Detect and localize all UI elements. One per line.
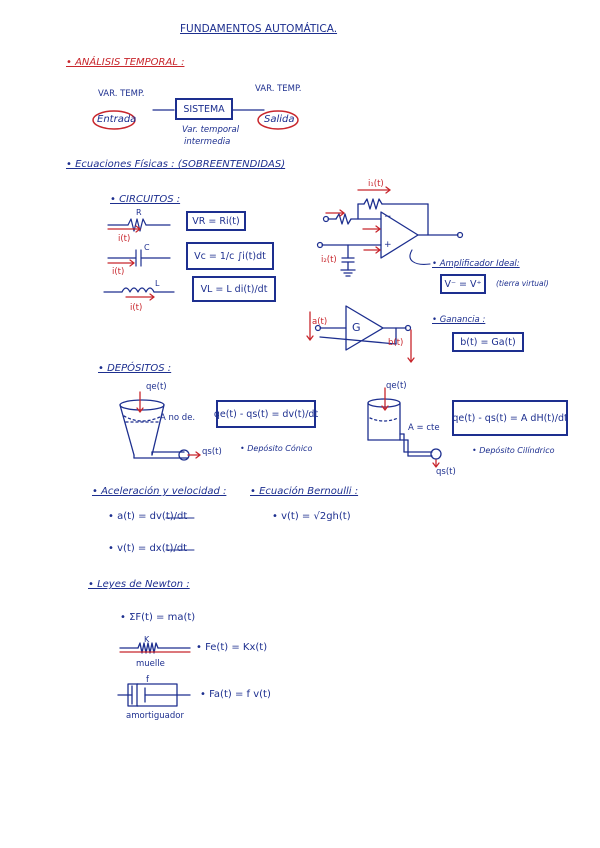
cylindrical-outflow-label: qs(t) <box>436 467 456 477</box>
resistor-symbol <box>107 218 171 232</box>
opamp-plus-sign: + <box>384 240 392 250</box>
ganancia-label: • Ganancia : <box>432 315 486 325</box>
spring-constant-label: K <box>144 635 150 644</box>
gain-input-label: a(t) <box>312 317 328 327</box>
current-label-r: i(t) <box>118 234 131 244</box>
newton-heading: • Leyes de Newton : <box>88 579 190 590</box>
sistema-box: SISTEMA <box>175 98 233 120</box>
bernoulli-heading: • Ecuación Bernoulli : <box>250 486 359 497</box>
entrada-label: Entrada <box>97 114 137 125</box>
aceleracion-eq: • a(t) = dv(t)/dt <box>108 511 188 522</box>
opamp-symbol <box>321 198 459 277</box>
spring-force-eq: • Fe(t) = Kx(t) <box>196 642 268 653</box>
eq-resistor-box: VR = Ri(t) <box>186 211 246 231</box>
gain-block-symbol <box>319 305 407 351</box>
depositos-heading: • DEPÓSITOS : <box>98 363 172 374</box>
aceleracion-heading: • Aceleración y velocidad : <box>92 486 227 497</box>
ganancia-eq-box: b(t) = Ga(t) <box>452 332 524 352</box>
input-var-label: VAR. TEMP. <box>98 89 145 99</box>
opamp-minus-sign: − <box>384 212 392 222</box>
inductor-symbol <box>103 287 175 293</box>
opamp-eq-box: V⁻ = V⁺ <box>440 274 486 294</box>
salida-label: Salida <box>264 114 295 125</box>
conical-inflow-label: qe(t) <box>146 382 167 392</box>
capacitor-label: C <box>144 243 150 252</box>
resistor-label: R <box>136 208 142 217</box>
salida-ellipse <box>257 110 299 130</box>
opamp-current-i1: i₁(t) <box>368 179 384 189</box>
cylindrical-tank-label: • Depósito Cilíndrico <box>472 446 555 455</box>
circuitos-heading: • CIRCUITOS : <box>110 194 181 205</box>
damper-coefficient-label: f <box>146 675 149 685</box>
page-title: FUNDAMENTOS AUTOMÁTICA. <box>180 23 338 35</box>
conical-tank-label: • Depósito Cónico <box>240 444 313 453</box>
cylindrical-area-label: A = cte <box>408 423 440 433</box>
opamp-current-i2: i₂(t) <box>321 255 337 265</box>
muelle-label: muelle <box>136 659 165 669</box>
inductor-label: L <box>155 279 160 288</box>
internal-var-label-1: Var. temporal <box>182 125 240 135</box>
analisis-heading: • ANÁLISIS TEMPORAL : <box>66 57 185 68</box>
velocidad-eq: • v(t) = dx(t)/dt <box>108 543 188 554</box>
damper-symbol <box>117 683 191 707</box>
damper-force-eq: • Fa(t) = f v(t) <box>200 689 271 700</box>
cylindrical-inflow-label: qe(t) <box>386 381 407 391</box>
current-label-l: i(t) <box>130 303 143 313</box>
eq-capacitor-box: Vc = 1/c ∫i(t)dt <box>186 242 274 270</box>
opamp-ideal-label: • Amplificador Ideal: <box>432 259 520 269</box>
gain-block-label: G <box>352 321 361 334</box>
output-var-label: VAR. TEMP. <box>255 84 302 94</box>
tierra-virtual-note: (tierra virtual) <box>496 279 549 288</box>
bernoulli-eq: • v(t) = √2gh(t) <box>272 511 351 522</box>
ecuaciones-heading: • Ecuaciones Físicas : (SOBREENTENDIDAS) <box>66 159 286 170</box>
entrada-ellipse <box>92 110 136 130</box>
current-label-c: i(t) <box>112 267 125 277</box>
cylindrical-eq-box: qe(t) - qs(t) = A dH(t)/dt <box>452 400 568 436</box>
newton-second-law-eq: • ΣF(t) = ma(t) <box>120 612 196 623</box>
conical-outflow-label: qs(t) <box>202 447 222 457</box>
gain-output-label: b(t) <box>388 338 404 348</box>
eq-inductor-box: VL = L di(t)/dt <box>192 276 276 302</box>
capacitor-symbol <box>107 249 171 267</box>
internal-var-label-2: intermedia <box>184 137 231 147</box>
conical-tank-symbol <box>119 399 189 459</box>
spring-symbol <box>119 642 191 654</box>
conical-area-label: A no de. <box>160 413 196 423</box>
amortiguador-label: amortiguador <box>126 711 184 721</box>
cylindrical-tank-symbol <box>367 398 433 457</box>
conical-eq-box: qe(t) - qs(t) = dv(t)/dt <box>214 400 318 428</box>
